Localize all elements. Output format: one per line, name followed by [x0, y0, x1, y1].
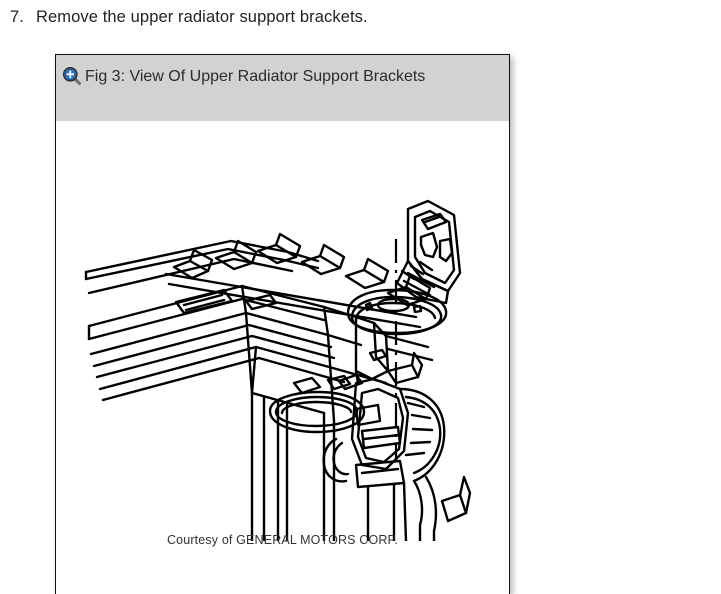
- step-number: 7.: [10, 8, 24, 26]
- zoom-in-magnifier-icon[interactable]: [62, 66, 81, 85]
- radiator-support-illustration: [84, 199, 472, 541]
- step-instruction: 7. Remove the upper radiator support bra…: [10, 8, 690, 27]
- figure-caption: Fig 3: View Of Upper Radiator Support Br…: [85, 68, 426, 85]
- step-text: Remove the upper radiator support bracke…: [36, 8, 368, 26]
- courtesy-text: Courtesy of GENERAL MOTORS CORP.: [166, 533, 399, 547]
- figure-body: Courtesy of GENERAL MOTORS CORP.: [56, 121, 509, 594]
- figure-panel: Fig 3: View Of Upper Radiator Support Br…: [55, 54, 510, 594]
- figure-header[interactable]: Fig 3: View Of Upper Radiator Support Br…: [56, 55, 509, 121]
